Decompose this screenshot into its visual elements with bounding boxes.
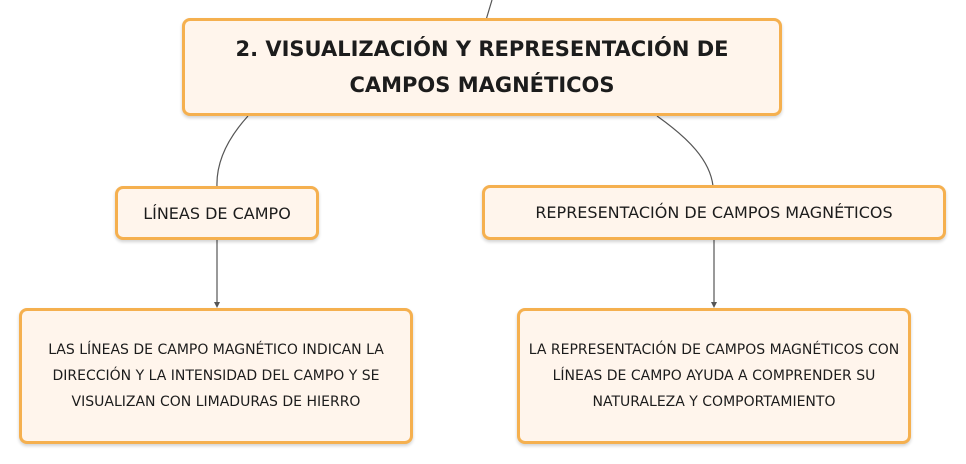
detail-text-representacion: LA REPRESENTACIÓN DE CAMPOS MAGNÉTICOS C… <box>528 342 900 410</box>
subtopic-node-lineas-de-campo[interactable]: LÍNEAS DE CAMPO <box>115 186 319 240</box>
root-topic-node[interactable]: 2. VISUALIZACIÓN Y REPRESENTACIÓN DE CAM… <box>182 18 782 116</box>
arrowhead-lineas-detail <box>214 302 220 308</box>
detail-node-representacion[interactable]: LA REPRESENTACIÓN DE CAMPOS MAGNÉTICOS C… <box>517 308 911 444</box>
detail-text-lineas-de-campo: LAS LÍNEAS DE CAMPO MAGNÉTICO INDICAN LA… <box>48 342 384 410</box>
connector-root-to-lineas <box>216 115 249 188</box>
subtopic-label-representacion: REPRESENTACIÓN DE CAMPOS MAGNÉTICOS <box>535 203 893 222</box>
detail-node-lineas-de-campo[interactable]: LAS LÍNEAS DE CAMPO MAGNÉTICO INDICAN LA… <box>19 308 413 444</box>
root-topic-label: 2. VISUALIZACIÓN Y REPRESENTACIÓN DE CAM… <box>235 37 729 97</box>
connector-parent-to-root <box>485 0 493 21</box>
subtopic-node-representacion[interactable]: REPRESENTACIÓN DE CAMPOS MAGNÉTICOS <box>482 185 946 240</box>
connector-root-to-representacion <box>656 115 714 187</box>
arrowhead-representacion-detail <box>711 302 717 308</box>
subtopic-label-lineas-de-campo: LÍNEAS DE CAMPO <box>143 203 291 223</box>
